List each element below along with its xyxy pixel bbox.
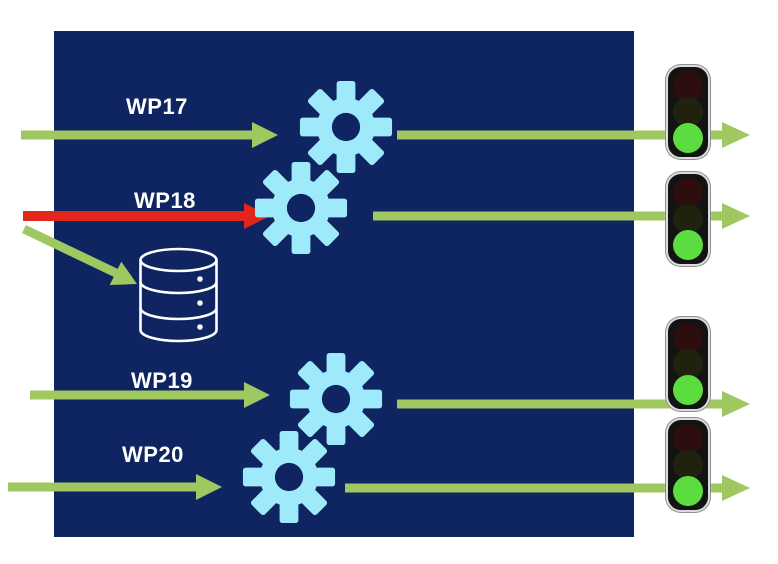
amber-light-off bbox=[673, 97, 703, 127]
wp18-label: WP18 bbox=[134, 188, 196, 213]
red-light-off bbox=[673, 71, 703, 101]
amber-light-off bbox=[673, 204, 703, 234]
green-light-on bbox=[673, 123, 703, 153]
red-light-off bbox=[673, 178, 703, 208]
green-light-on bbox=[673, 375, 703, 405]
green-light-on bbox=[673, 476, 703, 506]
amber-light-off bbox=[673, 349, 703, 379]
red-light-off bbox=[673, 323, 703, 353]
red-light-off bbox=[673, 424, 703, 454]
wp19-label: WP19 bbox=[131, 368, 193, 393]
traffic-light-icon bbox=[666, 172, 710, 266]
green-light-on bbox=[673, 230, 703, 260]
wp20-label: WP20 bbox=[122, 442, 184, 467]
traffic-light-icon bbox=[666, 418, 710, 512]
wp17-label: WP17 bbox=[126, 94, 188, 119]
traffic-light-icon bbox=[666, 317, 710, 411]
traffic-light-icon bbox=[666, 65, 710, 159]
amber-light-off bbox=[673, 450, 703, 480]
